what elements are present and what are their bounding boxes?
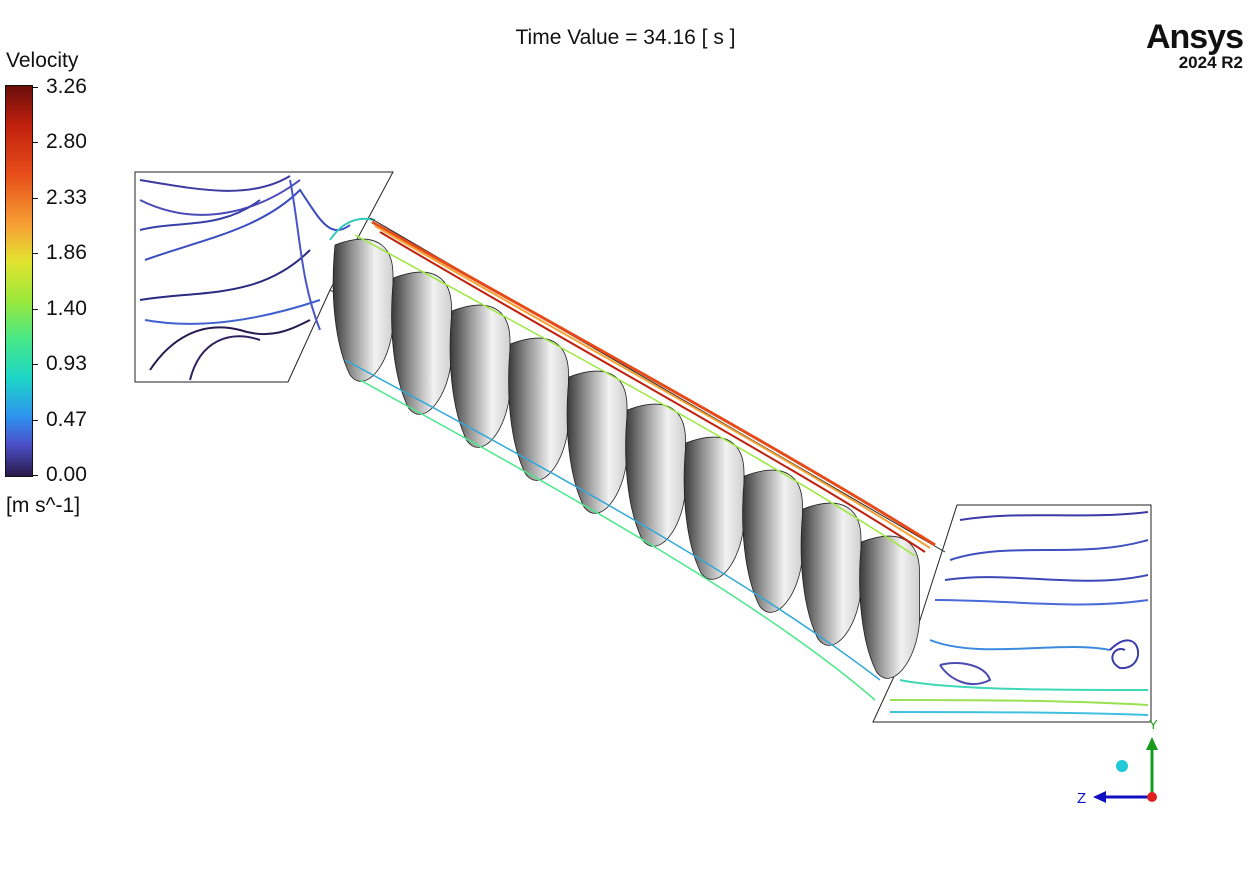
- legend-tick-label: 1.40: [46, 296, 87, 320]
- outlet-region: [872, 504, 1152, 723]
- legend-tick-label: 2.33: [46, 185, 87, 209]
- inlet-region: [134, 171, 394, 383]
- ansys-logo: Ansys 2024 R2: [1145, 18, 1244, 72]
- legend-tick-label: 0.47: [46, 407, 87, 431]
- legend-tick-label: 0.93: [46, 352, 87, 376]
- screw-blade: [800, 502, 862, 646]
- legend-tick-label: 0.00: [46, 463, 87, 486]
- logo-name: Ansys: [1145, 18, 1244, 56]
- screw-blade: [508, 337, 569, 481]
- screw-blade: [625, 403, 686, 547]
- screw-blade: [566, 370, 628, 514]
- screw-blade: [683, 436, 745, 580]
- logo-version: 2024 R2: [1178, 53, 1243, 72]
- legend-tick-mark: [32, 419, 38, 421]
- screw-blade: [332, 238, 394, 382]
- legend-tick-mark: [32, 475, 38, 476]
- screw-conveyor: [329, 217, 946, 701]
- screw-blade: [859, 535, 920, 679]
- axis-z-label: Z: [1077, 790, 1086, 807]
- legend-tick-mark: [32, 308, 38, 310]
- legend-tick-mark: [32, 87, 38, 88]
- time-value-label: Time Value = 34.16 [ s ]: [515, 26, 736, 49]
- legend-title: Velocity: [6, 49, 79, 72]
- color-legend-bar: [5, 85, 33, 477]
- screw-blade: [449, 304, 511, 448]
- legend-units: [m s^-1]: [6, 494, 81, 517]
- axis-triad: Y Z: [1077, 717, 1158, 807]
- screw-blade: [391, 271, 452, 415]
- legend-tick-label: 1.86: [46, 241, 87, 265]
- screw-blade: [742, 469, 803, 613]
- legend-tick-label: 2.80: [46, 130, 87, 154]
- legend-tick-mark: [32, 197, 38, 199]
- axis-y-label: Y: [1149, 717, 1158, 732]
- legend-tick-label: 3.26: [46, 75, 87, 98]
- legend-tick-mark: [32, 364, 38, 366]
- legend-tick-mark: [32, 253, 38, 255]
- legend-tick-mark: [32, 142, 38, 144]
